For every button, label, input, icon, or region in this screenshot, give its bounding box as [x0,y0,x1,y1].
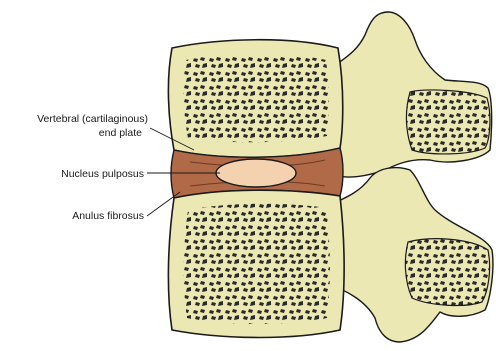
upper-spongy-bone [184,54,329,142]
lower-lamina [405,239,489,306]
lower-spongy-bone [184,204,330,324]
upper-lamina [406,90,489,154]
end-plate-label-line1: Vertebral (cartilaginous) [37,113,148,125]
anulus-fibrosus-label: Anulus fibrosus [72,210,144,222]
posterior-elements [326,12,493,342]
nucleus-pulposus-label: Nucleus pulposus [61,168,144,180]
upper-vertebral-body [168,40,342,158]
labels: Vertebral (cartilaginous) end plate Nucl… [37,113,148,222]
nucleus-pulposus [216,159,296,187]
lower-vertebral-body [168,190,344,337]
end-plate-label-line2: end plate [99,127,142,139]
